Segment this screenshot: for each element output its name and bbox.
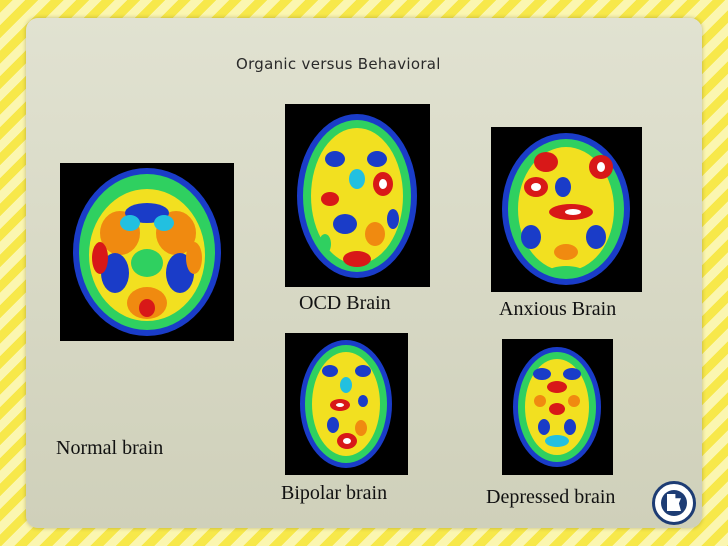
normal-brain-scan <box>60 163 234 341</box>
caption-ocd-brain: OCD Brain <box>299 292 391 314</box>
seal-logo-icon <box>652 481 696 525</box>
depressed-brain-scan <box>502 339 613 475</box>
slide-title: Organic versus Behavioral <box>236 55 441 73</box>
caption-bipolar-brain: Bipolar brain <box>281 482 388 504</box>
caption-depressed-brain: Depressed brain <box>486 486 616 508</box>
bipolar-brain-scan <box>285 333 408 475</box>
anxious-brain-scan <box>491 127 642 292</box>
caption-anxious-brain: Anxious Brain <box>499 298 617 320</box>
caption-normal-brain: Normal brain <box>56 437 164 459</box>
ocd-brain-scan <box>285 104 430 287</box>
state-map-icon <box>667 494 681 511</box>
